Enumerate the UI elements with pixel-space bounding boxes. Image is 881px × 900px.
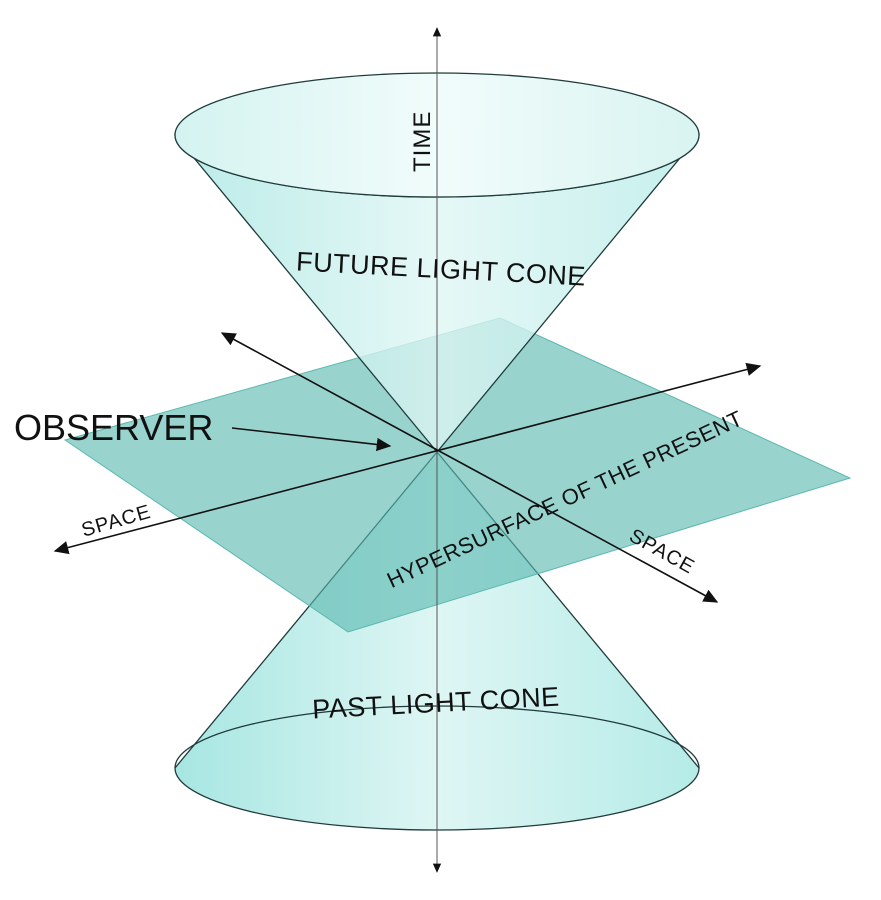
space-axis-2 [220, 332, 719, 603]
time-label: TIME [409, 111, 436, 172]
observer-arrow [231, 427, 392, 452]
observer-label: OBSERVER [14, 407, 213, 448]
